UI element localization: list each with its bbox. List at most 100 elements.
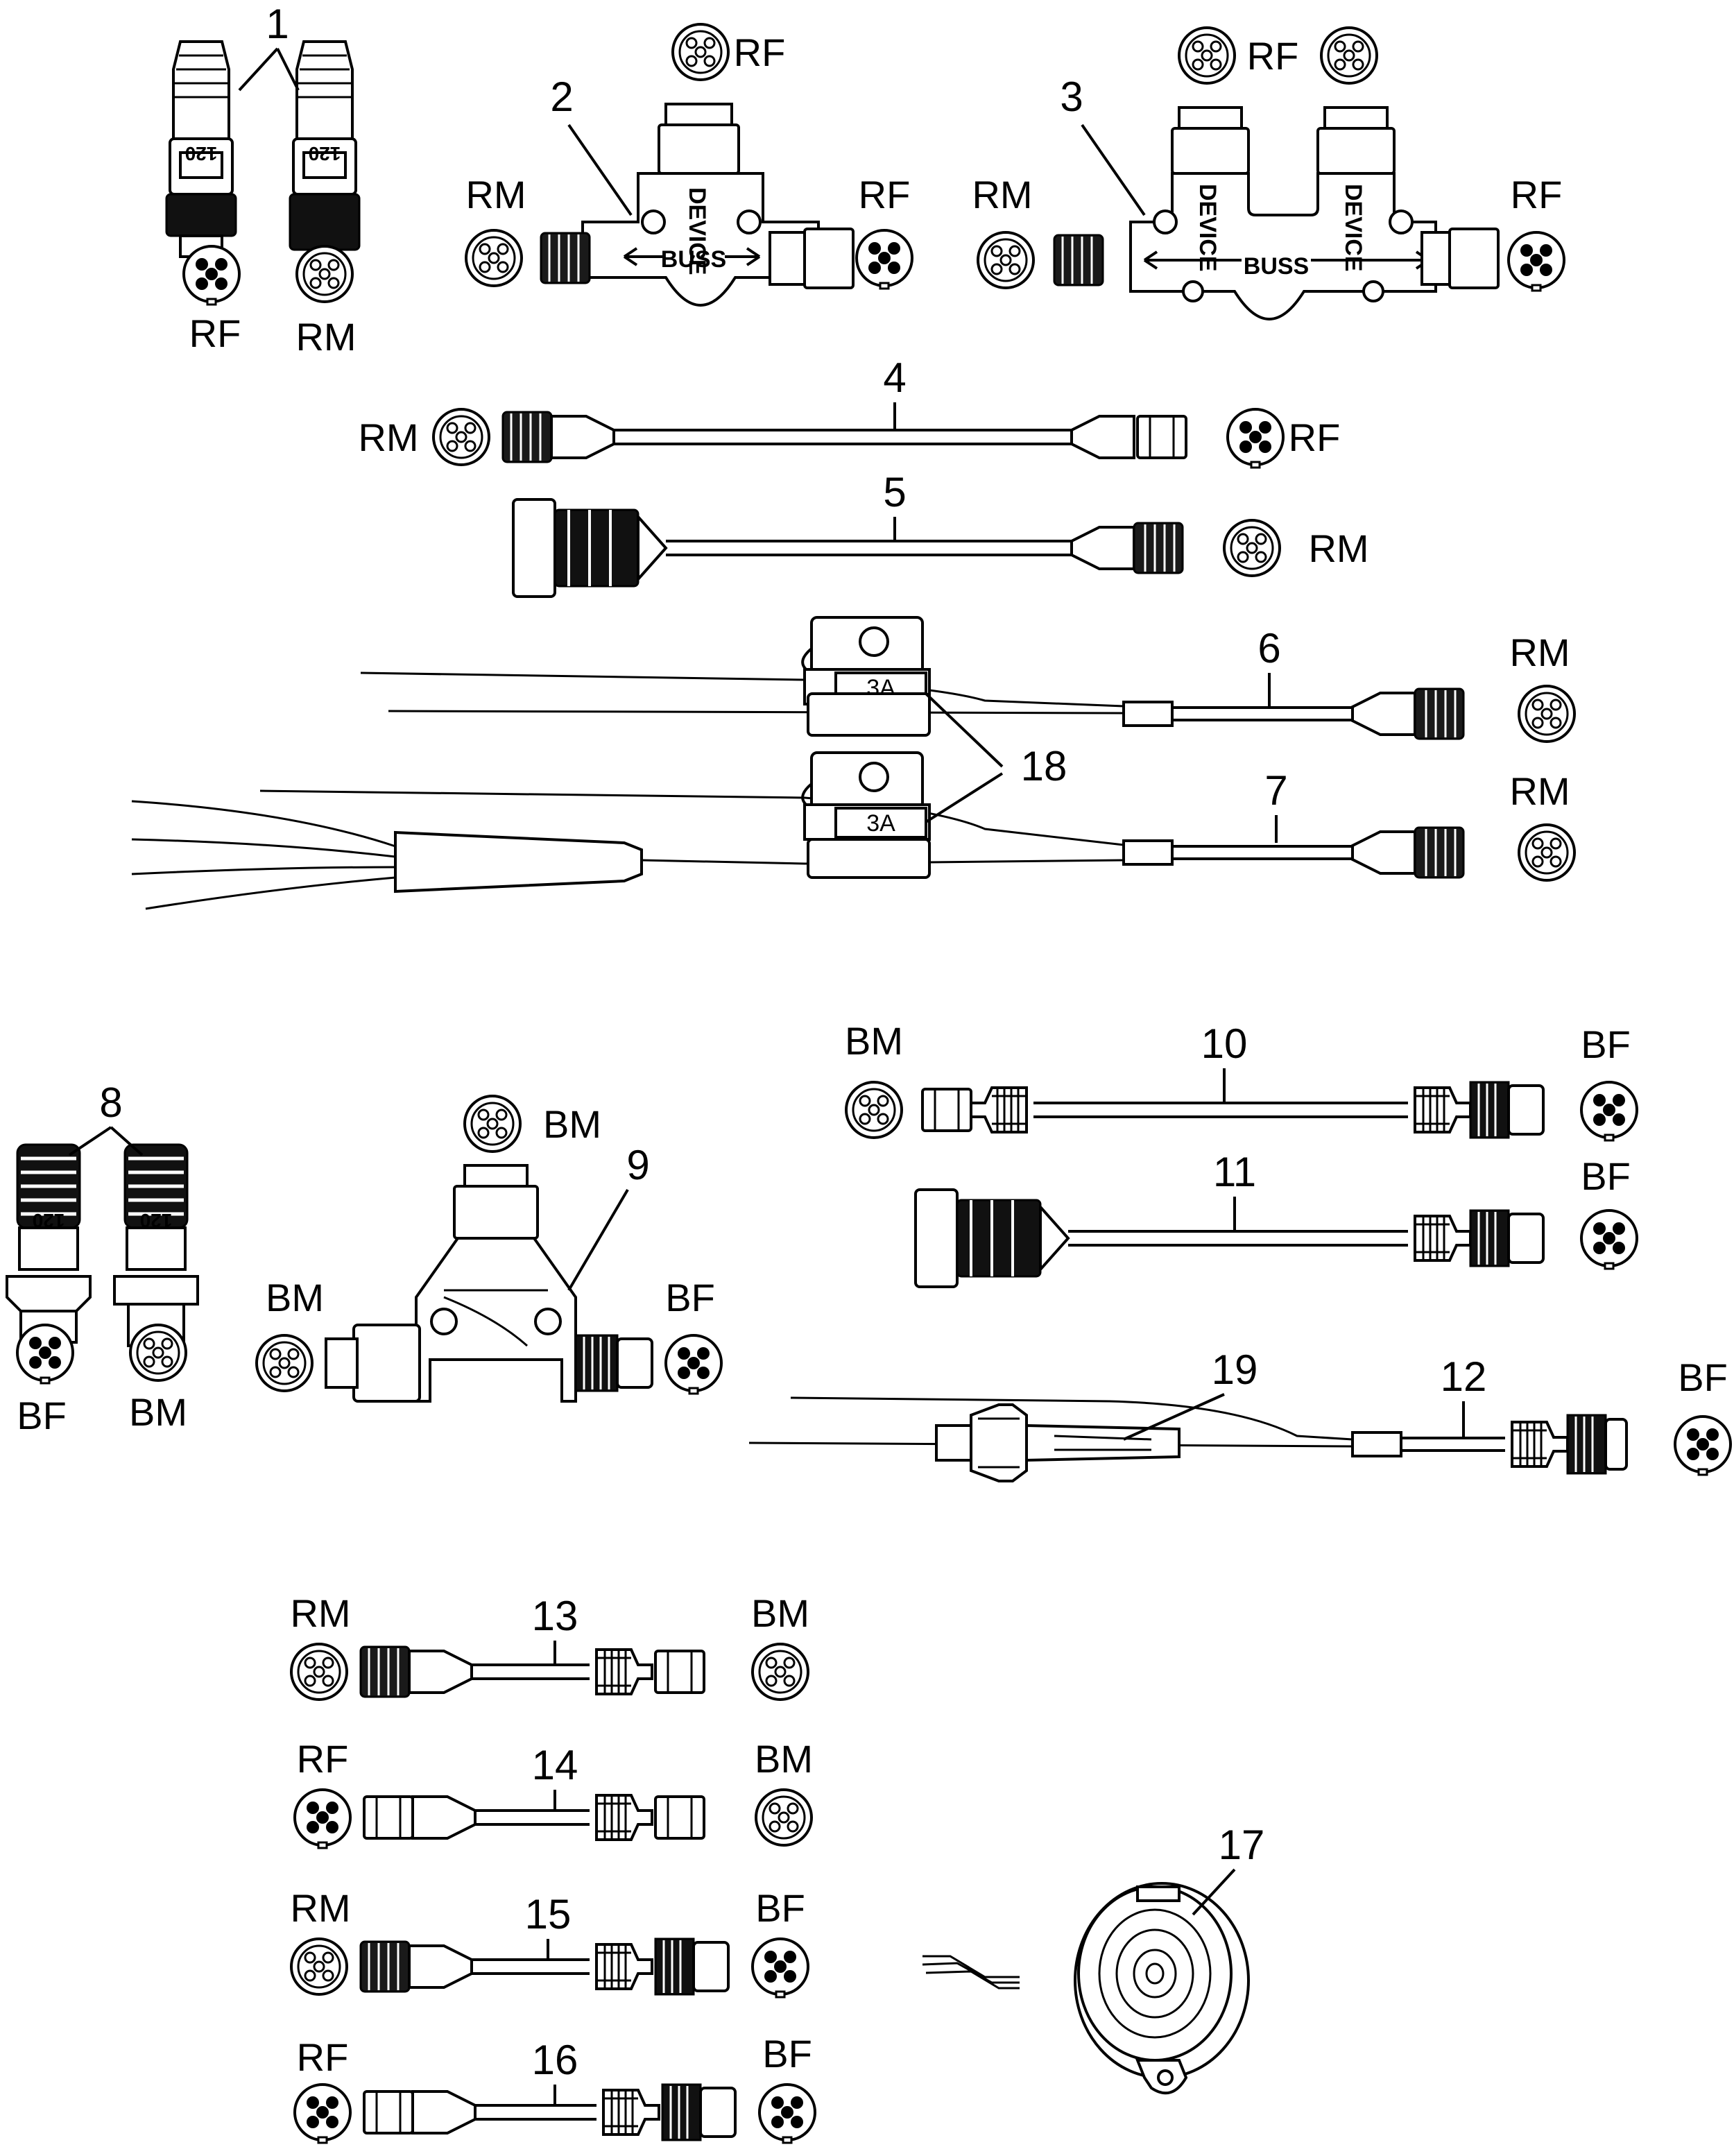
- connector-face-icon: [1580, 1081, 1638, 1142]
- terminator-icon: [113, 1143, 199, 1347]
- item-4-cable: RM RF 4: [358, 354, 1341, 469]
- callout-10: 10: [1201, 1020, 1248, 1067]
- connector-face-icon: [664, 1334, 723, 1395]
- connector-face-icon: [855, 229, 913, 290]
- connector-face-icon: [432, 408, 490, 466]
- code-bm: BM: [129, 1390, 187, 1434]
- callout-15: 15: [525, 1891, 572, 1937]
- fuse-holder-icon: 3A: [801, 751, 931, 879]
- item-14-adapter: RF BM 14: [293, 1737, 813, 1849]
- connector-face-icon: [751, 1937, 809, 1999]
- code-rf: RF: [734, 31, 786, 74]
- item-3-double-tee: 3 RF DEVICE DEVICE BUSS RM RF: [972, 26, 1565, 320]
- connector-face-icon: [1580, 1209, 1638, 1270]
- item-11-cable: BF 11: [914, 1149, 1638, 1288]
- connector-face-icon: [295, 245, 354, 303]
- terminator-label-left: 120: [185, 143, 218, 164]
- code-rm: RM: [1509, 631, 1570, 674]
- code-bf: BF: [1678, 1355, 1728, 1399]
- connector-face-icon: [1223, 519, 1281, 577]
- connector-face-icon: [977, 231, 1035, 289]
- connector-face-icon: [290, 1937, 348, 1996]
- callout-17: 17: [1219, 1822, 1265, 1868]
- code-bm: BM: [751, 1591, 809, 1635]
- code-rf: RF: [297, 1737, 349, 1781]
- tee-device-label: DEVICE: [1340, 184, 1366, 272]
- item-17-buzzer: 17: [922, 1822, 1265, 2095]
- terminator-icon: [6, 1143, 92, 1344]
- item-12-power-cable: BF 12 19: [748, 1346, 1732, 1482]
- terminator-label-right: 120: [309, 143, 341, 164]
- code-bm: BM: [755, 1737, 813, 1781]
- code-bf: BF: [755, 1886, 805, 1930]
- item-2-tee: 2 RF DEVICE BUSS RM RF: [465, 23, 913, 307]
- code-rm: RM: [1308, 527, 1368, 570]
- connector-face-icon: [758, 2083, 816, 2144]
- item-10-cable: BM BF 10: [845, 1019, 1638, 1142]
- item-7-power-cable: 3A RM 7: [131, 751, 1576, 910]
- connector-face-icon: [1178, 26, 1236, 85]
- connector-face-icon: [290, 1643, 348, 1701]
- connector-face-icon: [1226, 408, 1285, 469]
- connector-face-icon: [755, 1788, 813, 1847]
- code-rf: RF: [859, 173, 911, 216]
- code-bf: BF: [1581, 1154, 1631, 1198]
- code-rm: RM: [295, 315, 356, 359]
- code-bm: BM: [845, 1019, 903, 1063]
- connector-face-icon: [293, 2083, 352, 2144]
- connector-face-icon: [671, 23, 730, 81]
- callout-5: 5: [883, 469, 906, 515]
- cable-plug-icon: [512, 498, 556, 598]
- item-15-adapter: RM BF 15: [290, 1886, 809, 1999]
- terminator-label-left: 120: [33, 1210, 65, 1231]
- code-rm: RM: [290, 1886, 350, 1930]
- callout-13: 13: [532, 1593, 578, 1639]
- connector-face-icon: [16, 1324, 74, 1385]
- connector-face-icon: [1674, 1415, 1732, 1476]
- connector-face-icon: [1518, 685, 1576, 743]
- item-5-cable: RM 5: [512, 469, 1369, 598]
- callout-11: 11: [1213, 1149, 1256, 1195]
- fuse-holder-icon: 3A: [801, 616, 931, 737]
- fuse-rating: 3A: [866, 810, 895, 837]
- item-6-power-cable: 3A RM 6: [360, 616, 1576, 743]
- connector-face-icon: [182, 245, 241, 306]
- callout-3: 3: [1060, 74, 1083, 120]
- item-16-adapter: RF BF 16: [293, 2032, 816, 2144]
- callout-6: 6: [1257, 625, 1280, 671]
- callout-1: 1: [266, 1, 289, 47]
- code-rf: RF: [1511, 173, 1563, 216]
- code-rm: RM: [290, 1591, 350, 1635]
- code-bf: BF: [1581, 1023, 1631, 1066]
- connector-face-icon: [845, 1081, 903, 1139]
- code-bf: BF: [17, 1394, 67, 1437]
- item-8-terminators: 120 120 8 BF BM: [6, 1079, 199, 1437]
- callout-16: 16: [532, 2037, 578, 2083]
- cable-plug-icon: [914, 1188, 959, 1288]
- connector-face-icon: [751, 1643, 809, 1701]
- connector-face-icon: [129, 1324, 187, 1382]
- code-rm: RM: [358, 416, 418, 459]
- code-rf: RF: [1289, 416, 1341, 459]
- code-rm: RM: [972, 173, 1032, 216]
- callout-9: 9: [626, 1142, 649, 1188]
- terminator-label-right: 120: [140, 1210, 173, 1231]
- connector-face-icon: [1507, 231, 1565, 292]
- connector-face-icon: [1518, 823, 1576, 882]
- item-18-fuse-callout: 18: [925, 692, 1067, 823]
- connector-face-icon: [465, 229, 523, 287]
- connector-face-icon: [255, 1334, 314, 1392]
- tee-buss-label: BUSS: [661, 246, 726, 273]
- code-rf: RF: [297, 2035, 349, 2079]
- tee-device-label: DEVICE: [1194, 184, 1221, 272]
- inline-fuse-19: [935, 1403, 1181, 1482]
- callout-4: 4: [883, 354, 906, 401]
- item-13-adapter: RM BM 13: [290, 1591, 809, 1701]
- code-bm: BM: [543, 1102, 601, 1146]
- tee-device-label: DEVICE: [684, 187, 710, 275]
- connector-face-icon: [293, 1788, 352, 1849]
- code-rm: RM: [465, 173, 526, 216]
- callout-14: 14: [532, 1742, 578, 1788]
